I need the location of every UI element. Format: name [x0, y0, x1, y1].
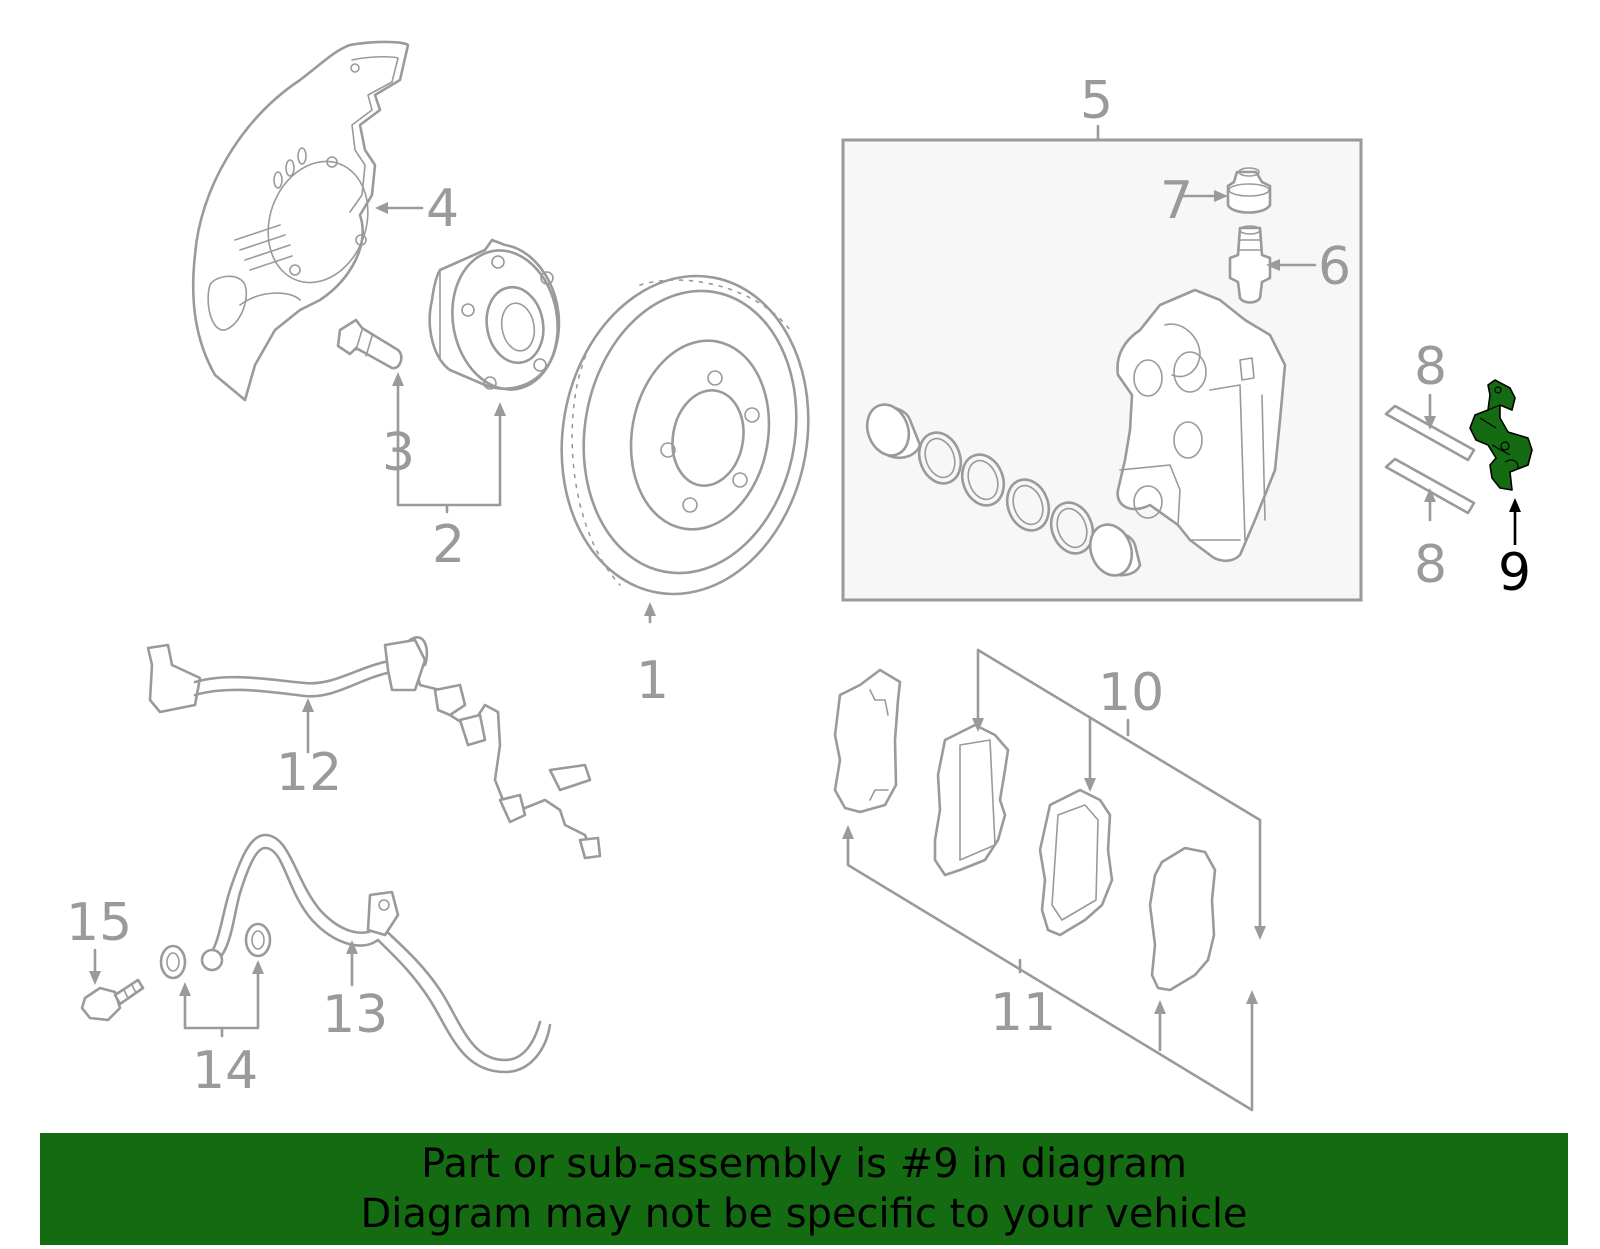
callout-6: 6: [1318, 237, 1351, 297]
piston-seals-part: [865, 403, 1142, 577]
callout-7: 7: [1160, 171, 1193, 231]
hub-bearing-part: [428, 238, 561, 391]
leader-lines: [89, 124, 1521, 1112]
callout-8-bottom: 8: [1414, 535, 1447, 595]
callout-13: 13: [322, 985, 388, 1045]
brake-rotor-part: [560, 274, 810, 596]
dust-shield-part: [191, 40, 410, 402]
callout-3: 3: [382, 423, 415, 483]
notice-banner: Part or sub-assembly is #9 in diagram Di…: [40, 1133, 1568, 1245]
callout-1: 1: [636, 651, 669, 711]
banjo-bolt-part: [80, 978, 145, 1022]
caliper-body-part: [1116, 288, 1287, 563]
banner-line-1: Part or sub-assembly is #9 in diagram: [421, 1141, 1187, 1187]
callout-14: 14: [192, 1041, 258, 1101]
guide-pins-part: [1384, 404, 1476, 515]
banner-line-2: Diagram may not be specific to your vehi…: [360, 1191, 1248, 1237]
callout-labels: 1 2 3 4 5 6 7 8 8 9 10 11 12 13 14 15: [66, 71, 1531, 1101]
brake-pads-part: [833, 668, 1217, 992]
callout-2: 2: [432, 515, 465, 575]
callout-9: 9: [1498, 543, 1531, 603]
bleeder-cap-part: [1226, 167, 1272, 214]
callout-12: 12: [276, 743, 342, 803]
callout-8-top: 8: [1414, 337, 1447, 397]
anti-rattle-clip-part: [1469, 379, 1533, 491]
brake-hose-part: [200, 833, 552, 1074]
callout-11: 11: [990, 983, 1056, 1043]
callout-10: 10: [1098, 663, 1164, 723]
wheel-stud-part: [336, 318, 403, 370]
wheel-speed-sensor-part: [146, 636, 602, 860]
washers-part: [159, 922, 272, 980]
callout-5: 5: [1080, 71, 1113, 131]
callout-15: 15: [66, 893, 132, 953]
bleeder-screw-part: [1228, 225, 1272, 304]
callout-4: 4: [426, 179, 459, 239]
